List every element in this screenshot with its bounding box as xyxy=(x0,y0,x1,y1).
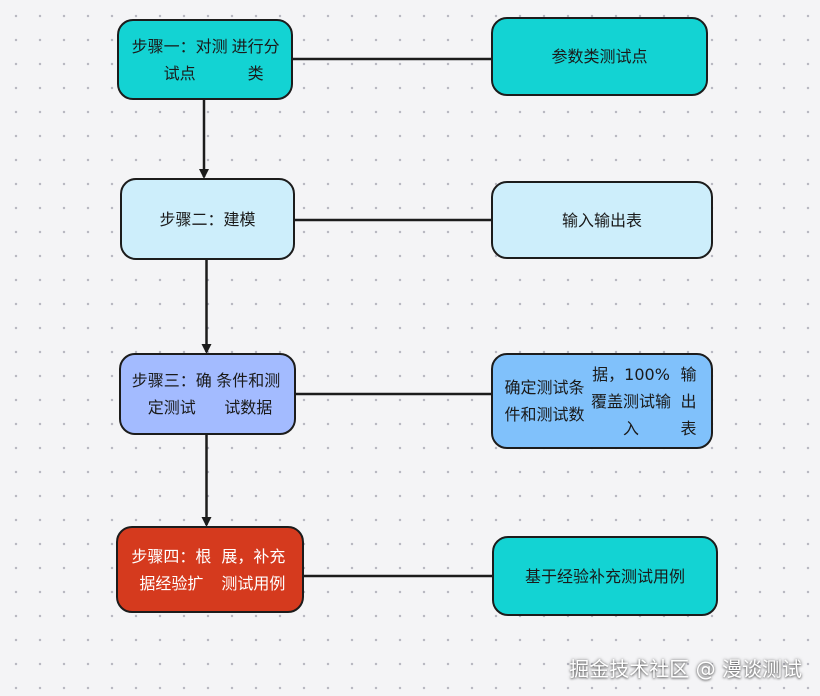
detail-3-line-1: 确定测试条件和测试数 xyxy=(504,378,585,424)
step-2-line-1: 步骤二：建模 xyxy=(159,209,256,229)
step-3-line-2: 条件和测试数据 xyxy=(216,371,281,417)
step-1-line-1: 步骤一：对测试点 xyxy=(131,36,228,83)
detail-2-box[interactable]: 输入输出表 xyxy=(491,181,713,259)
detail-3-line-3: 输出表 xyxy=(680,364,697,438)
step-4-box[interactable]: 步骤四：根据经验扩 展，补充测试用例 xyxy=(116,526,304,613)
detail-4-box[interactable]: 基于经验补充测试用例 xyxy=(492,536,718,616)
step-1-box[interactable]: 步骤一：对测试点 进行分类 xyxy=(117,19,293,100)
detail-3-box[interactable]: 确定测试条件和测试数 据，100%覆盖测试输入 输出表 xyxy=(491,353,713,449)
step-3-line-1: 步骤三：确定测试 xyxy=(131,371,212,417)
detail-2-line-1: 输入输出表 xyxy=(561,210,642,230)
detail-1-line-1: 参数类测试点 xyxy=(551,47,648,66)
step-4-line-1: 步骤四：根据经验扩 xyxy=(131,546,212,593)
step-1-line-2: 进行分类 xyxy=(231,36,280,83)
step-3-box[interactable]: 步骤三：确定测试 条件和测试数据 xyxy=(119,353,296,435)
watermark: 掘金技术社区 @ 漫谈测试 xyxy=(569,657,802,681)
step-4-line-2: 展，补充测试用例 xyxy=(221,546,286,593)
detail-4-line-1: 基于经验补充测试用例 xyxy=(524,566,685,586)
detail-1-box[interactable]: 参数类测试点 xyxy=(491,17,708,96)
detail-3-line-2: 据，100%覆盖测试输入 xyxy=(591,364,672,438)
step-2-box[interactable]: 步骤二：建模 xyxy=(120,178,295,260)
